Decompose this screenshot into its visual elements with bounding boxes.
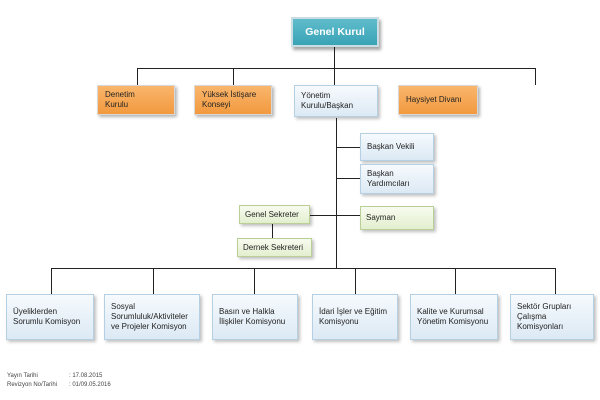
node-genel-kurul: Genel Kurul [291,17,379,47]
connector [455,268,456,294]
node-label: Sayman [366,213,396,222]
connector [51,268,52,294]
node-sayman: Sayman [360,206,434,230]
node-dernek-sekreteri: Dernek Sekreteri [237,238,312,257]
node-label: Başkan Yardımcıları [367,169,410,188]
footer-revision-value: : 01/09.05.2016 [69,382,111,388]
node-label: Üyeliklerden Sorumlu Komisyon [13,307,81,326]
node-yuksek-istisare-konseyi: Yüksek İstişare Konseyi [194,85,272,115]
node-label: Denetim Kurulu [105,90,135,109]
connector [137,68,535,69]
node-label: Genel Sekreter [245,209,299,219]
node-label: Basın ve Halkla İlişkiler Komisyonu [219,307,286,326]
node-label: Genel Kurul [305,26,365,38]
node-haysiyet-divani: Haysiyet Divanı [398,85,478,115]
node-komisyon-uyelik: Üyeliklerden Sorumlu Komisyon [6,294,94,340]
connector [555,268,556,294]
footer-published-label: Yayın Tarihi [7,373,38,379]
node-genel-sekreter: Genel Sekreter [239,205,310,224]
connector [310,215,336,216]
connector [272,224,273,238]
footer-published: Yayın Tarihi : 17.08.2015 [7,372,102,380]
footer-revision-label: Revizyon No/Tarihi [7,382,58,388]
node-baskan-vekili: Başkan Vekili [360,133,434,161]
connector [336,215,360,216]
footer-published-value: : 17.08.2015 [69,373,103,379]
node-baskan-yardimcilari: Başkan Yardımcıları [360,164,434,194]
node-komisyon-sosyal: Sosyal Sorumluluk/Aktiviteler ve Projele… [104,294,200,340]
connector [336,178,360,179]
node-label: Haysiyet Divanı [406,95,462,104]
connector [233,68,234,85]
connector [336,147,360,148]
node-komisyon-sektor: Sektör Grupları Çalışma Komisyonları [510,294,594,340]
node-label: Yönetim Kurulu/Başkan [301,91,354,110]
node-label: Başkan Vekili [367,142,415,151]
connector [153,268,154,294]
connector [355,268,356,294]
node-label: İdari İşler ve Eğitim Komisyonu [319,307,388,326]
node-komisyon-kalite: Kalite ve Kurumsal Yönetim Komisyonu [410,294,498,340]
connector [51,268,556,269]
footer-revision: Revizyon No/Tarihi : 01/09.05.2016 [7,381,111,389]
node-label: Dernek Sekreteri [243,242,304,252]
node-label: Kalite ve Kurumsal Yönetim Komisyonu [417,307,489,326]
connector [334,47,335,69]
connector [535,68,536,85]
node-label: Sosyal Sorumluluk/Aktiviteler ve Projele… [111,302,188,331]
node-komisyon-idari: İdari İşler ve Eğitim Komisyonu [312,294,398,340]
node-label: Sektör Grupları Çalışma Komisyonları [517,302,572,331]
connector [336,118,337,268]
node-label: Yüksek İstişare Konseyi [202,90,257,109]
connector [137,68,138,85]
node-yonetim-kurulu: Yönetim Kurulu/Başkan [294,85,378,117]
node-komisyon-basin: Basın ve Halkla İlişkiler Komisyonu [212,294,298,340]
connector [254,268,255,294]
connector [334,68,335,85]
node-denetim-kurulu: Denetim Kurulu [97,85,175,115]
